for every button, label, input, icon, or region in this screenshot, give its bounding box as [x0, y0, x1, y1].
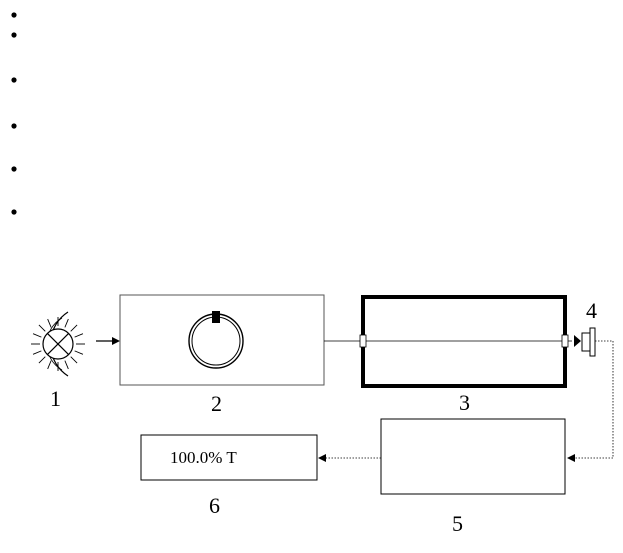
label-monochromator: 2 [211, 391, 222, 416]
monochromator-box [119, 294, 325, 386]
bullet-point [11, 209, 17, 215]
label-display: 6 [209, 493, 220, 518]
label-sample-cell: 3 [459, 390, 470, 415]
light-ray [47, 318, 52, 328]
signal-arrow-processor [567, 454, 575, 462]
label-detector: 4 [586, 298, 597, 323]
light-ray [64, 318, 69, 328]
signal-processor-box [380, 418, 566, 495]
display-readout: 100.0% T [170, 448, 237, 467]
cell-window-left [359, 334, 367, 348]
light-ray [32, 333, 42, 338]
signal-line-detector [575, 340, 614, 459]
light-ray [70, 356, 78, 364]
bullet-point [11, 123, 17, 129]
signal-arrow-display [318, 454, 326, 462]
label-signal-processor: 5 [452, 511, 463, 536]
light-ray [38, 324, 46, 332]
cell-window-right [561, 334, 569, 348]
grating-wheel-icon [188, 311, 244, 369]
light-ray [74, 333, 84, 338]
sample-cell-box [361, 295, 567, 388]
bulb-cross [46, 332, 70, 356]
bullet-list [11, 12, 17, 215]
light-rays [31, 317, 85, 371]
light-ray [64, 360, 69, 370]
light-source-icon [31, 311, 85, 377]
light-ray [70, 324, 78, 332]
beam-arrow-source [96, 337, 120, 345]
light-ray [47, 360, 52, 370]
display-box [140, 434, 318, 481]
bullet-point [11, 77, 17, 83]
bullet-point [11, 12, 17, 18]
bullet-point [11, 32, 17, 38]
detector-icon [574, 327, 596, 357]
light-ray [38, 356, 46, 364]
light-ray [74, 350, 84, 355]
bullet-point [11, 166, 17, 172]
label-light-source: 1 [50, 386, 61, 411]
light-ray [32, 350, 42, 355]
